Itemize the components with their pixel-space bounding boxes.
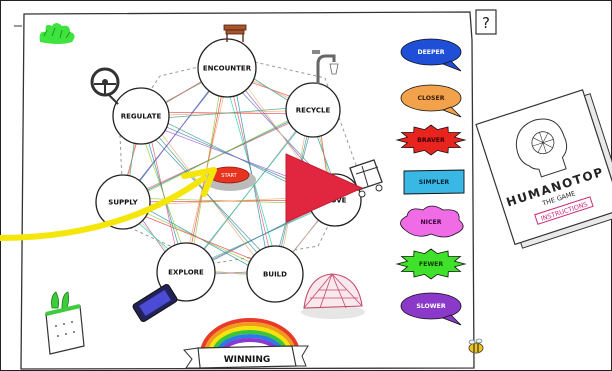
help-button[interactable]: ?	[475, 9, 497, 35]
rectangle-icon	[403, 169, 465, 195]
start-button[interactable]: START	[204, 166, 256, 191]
modifier-simpler-button[interactable]: SIMPLER	[403, 169, 465, 195]
connection-line	[230, 63, 272, 279]
node-label: ENCOUNTER	[203, 65, 252, 73]
instructions-book[interactable]: HUMANOTOP THE GAME INSTRUCTIONS	[475, 88, 612, 250]
burst-icon	[395, 124, 467, 156]
modifier-braver-button[interactable]: BRAVER	[395, 124, 467, 156]
speech-bubble-icon	[400, 84, 462, 112]
modifier-slower-button[interactable]: SLOWER	[400, 292, 462, 326]
winning-label: WINNING	[224, 355, 271, 365]
node-regulate[interactable]: REGULATE	[112, 87, 170, 145]
node-label: BUILD	[263, 271, 287, 279]
modifier-label: BRAVER	[417, 137, 445, 144]
faucet-icon	[312, 50, 339, 84]
board-border	[20, 11, 475, 370]
modifier-panel: DEEPER CLOSER BRAVER SIMPLER NICER FEWER SLOWE…	[395, 38, 467, 326]
node-label: SUPPLY	[108, 199, 138, 207]
play-button[interactable]	[285, 153, 364, 223]
arrow-icon	[0, 167, 217, 241]
speech-bubble-icon	[400, 292, 462, 320]
burst-icon	[395, 248, 467, 280]
node-explore[interactable]: EXPLORE	[156, 242, 216, 302]
modifier-label: SLOWER	[416, 303, 445, 310]
connection-line	[118, 105, 318, 207]
phone-icon	[132, 284, 178, 322]
bee-icon	[468, 338, 484, 354]
winning-banner[interactable]: WINNING	[183, 345, 309, 369]
modifier-label: CLOSER	[418, 95, 445, 102]
cloud-icon	[400, 205, 464, 238]
speech-bubble-icon	[400, 38, 462, 66]
dome-icon	[301, 273, 365, 319]
plant-pot-icon	[45, 291, 85, 355]
bench-icon	[223, 24, 247, 42]
svg-text:?: ?	[482, 14, 490, 32]
node-encounter[interactable]: ENCOUNTER	[197, 38, 257, 98]
steering-wheel-icon	[90, 67, 120, 105]
node-build[interactable]: BUILD	[246, 245, 304, 303]
modifier-label: FEWER	[419, 261, 444, 268]
cart-icon	[349, 159, 383, 198]
modifier-fewer-button[interactable]: FEWER	[395, 248, 467, 280]
modifier-deeper-button[interactable]: DEEPER	[400, 38, 462, 72]
modifier-label: DEEPER	[417, 49, 444, 56]
modifier-closer-button[interactable]: CLOSER	[400, 84, 462, 118]
node-label: EXPLORE	[168, 269, 204, 277]
node-label: RECYCLE	[296, 107, 331, 115]
start-button-label: START	[221, 173, 237, 179]
modifier-nicer-button[interactable]: NICER	[400, 205, 464, 238]
modifier-label: NICER	[420, 219, 441, 226]
grass-icon	[39, 23, 75, 44]
modifier-label: SIMPLER	[419, 179, 450, 186]
connection-line	[181, 105, 318, 277]
node-label: REGULATE	[121, 113, 162, 121]
node-recycle[interactable]: RECYCLE	[285, 82, 341, 138]
connection-line	[136, 119, 280, 271]
head-icon	[515, 118, 568, 178]
